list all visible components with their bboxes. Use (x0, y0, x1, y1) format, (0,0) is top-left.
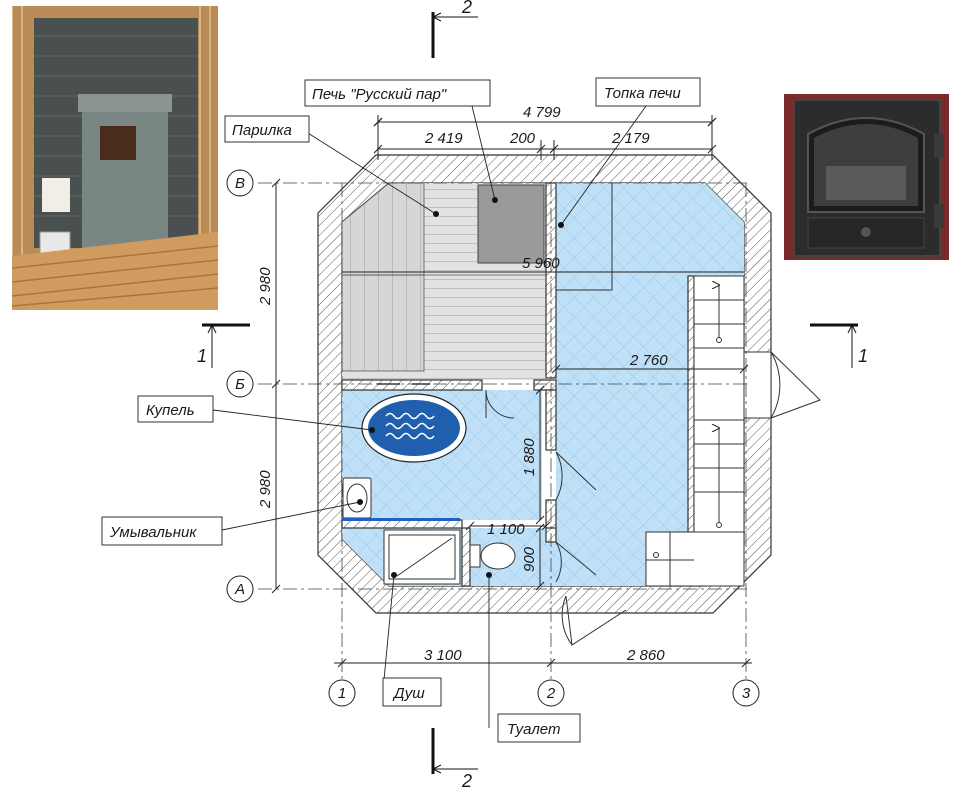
dim-inner-1880: 1 880 (521, 438, 538, 476)
wall-steam-room-bottom (341, 379, 483, 391)
firebox-door-photo (784, 94, 949, 260)
dim-inner-1100: 1 100 (487, 521, 525, 538)
callout-shower: Душ (382, 677, 442, 707)
callout-stove: Печь "Русский пар" (304, 79, 491, 107)
svg-text:Туалет: Туалет (507, 721, 560, 738)
dim-inner-2760: 2 760 (629, 352, 668, 369)
dim-top-left: 2 419 (424, 130, 463, 147)
svg-text:Купель: Купель (146, 402, 195, 419)
staircase (645, 275, 745, 587)
svg-text:1: 1 (338, 685, 346, 702)
wall-steam-room-bottom-2 (533, 379, 557, 391)
axis-marker-row-V: В (226, 169, 254, 197)
dim-top-right: 2 179 (611, 130, 650, 147)
svg-text:2: 2 (546, 685, 556, 702)
axis-marker-col-3: 3 (732, 679, 760, 707)
svg-text:Печь "Русский пар": Печь "Русский пар" (312, 86, 447, 103)
section-marker-2-top (431, 12, 478, 58)
section-marker-2-bottom (431, 728, 478, 774)
svg-text:Умывальник: Умывальник (109, 524, 197, 541)
wall-washroom-top (341, 519, 463, 529)
callout-washbasin: Умывальник (101, 516, 223, 546)
dim-left-upper: 2 980 (257, 267, 274, 306)
svg-text:Парилка: Парилка (232, 122, 292, 139)
dim-inner-900: 900 (521, 546, 538, 572)
dim-inner-5960: 5 960 (522, 255, 560, 272)
callout-firebox: Топка печи (595, 77, 701, 107)
doors (485, 351, 821, 646)
dim-bottom-left: 3 100 (424, 647, 462, 664)
axis-marker-col-1: 1 (328, 679, 356, 707)
svg-text:Б: Б (235, 376, 245, 393)
section-label-1-left: 1 (197, 346, 207, 366)
section-label-2-top: 2 (461, 0, 472, 17)
section-label-1-right: 1 (858, 346, 868, 366)
section-marker-1-right (810, 323, 858, 368)
svg-text:3: 3 (742, 685, 751, 702)
section-marker-1-left (202, 323, 250, 368)
section-label-2-bottom: 2 (461, 771, 472, 791)
dim-top-mid: 200 (509, 130, 536, 147)
callout-toilet: Туалет (497, 713, 581, 743)
dim-bottom-right: 2 860 (626, 647, 665, 664)
svg-text:А: А (234, 581, 245, 598)
dim-overall-top: 4 799 (523, 104, 561, 121)
steam-room-shelf-lower (341, 274, 425, 372)
axis-marker-col-2: 2 (537, 679, 565, 707)
svg-text:Душ: Душ (392, 685, 425, 702)
axis-marker-row-B: Б (226, 370, 254, 398)
wall-stair-left (687, 275, 695, 533)
wall-toilet-left (461, 527, 471, 587)
callout-plunge-pool: Купель (137, 395, 214, 423)
axis-marker-row-A: А (226, 575, 254, 603)
callout-steam-room: Парилка (224, 115, 310, 143)
stove-photo (12, 6, 218, 310)
svg-text:В: В (235, 175, 245, 192)
svg-text:Топка печи: Топка печи (604, 85, 681, 102)
water-waves-icon (385, 412, 435, 440)
toilet (469, 542, 516, 570)
stove (477, 184, 545, 264)
dim-left-lower: 2 980 (257, 470, 274, 509)
